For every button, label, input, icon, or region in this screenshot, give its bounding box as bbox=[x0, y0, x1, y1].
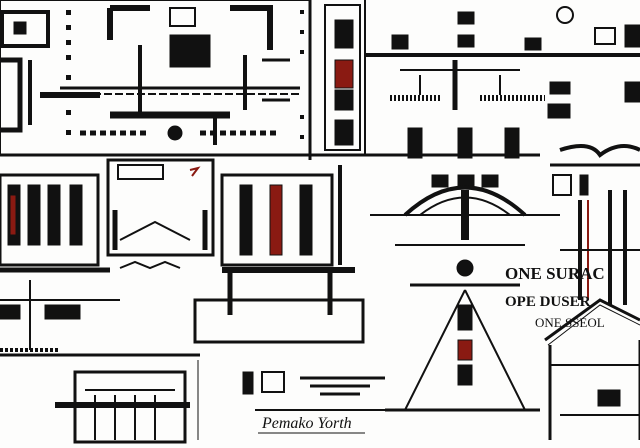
right-center-arch-diagram bbox=[370, 144, 640, 412]
lettering-line-1: ONE SURAC bbox=[505, 264, 605, 283]
column-markers bbox=[66, 10, 304, 139]
architectural-lettering: ONE SURAC OPE DUSER ONE SSEOL bbox=[505, 264, 605, 330]
middle-section-elevations bbox=[0, 153, 540, 352]
top-left-floor-plan bbox=[0, 0, 311, 156]
drawing-caption: Pemako Yorth bbox=[261, 415, 352, 432]
lower-section-plans bbox=[0, 298, 640, 444]
lettering-line-2: OPE DUSER bbox=[505, 294, 591, 310]
top-right-elevation bbox=[308, 0, 640, 160]
